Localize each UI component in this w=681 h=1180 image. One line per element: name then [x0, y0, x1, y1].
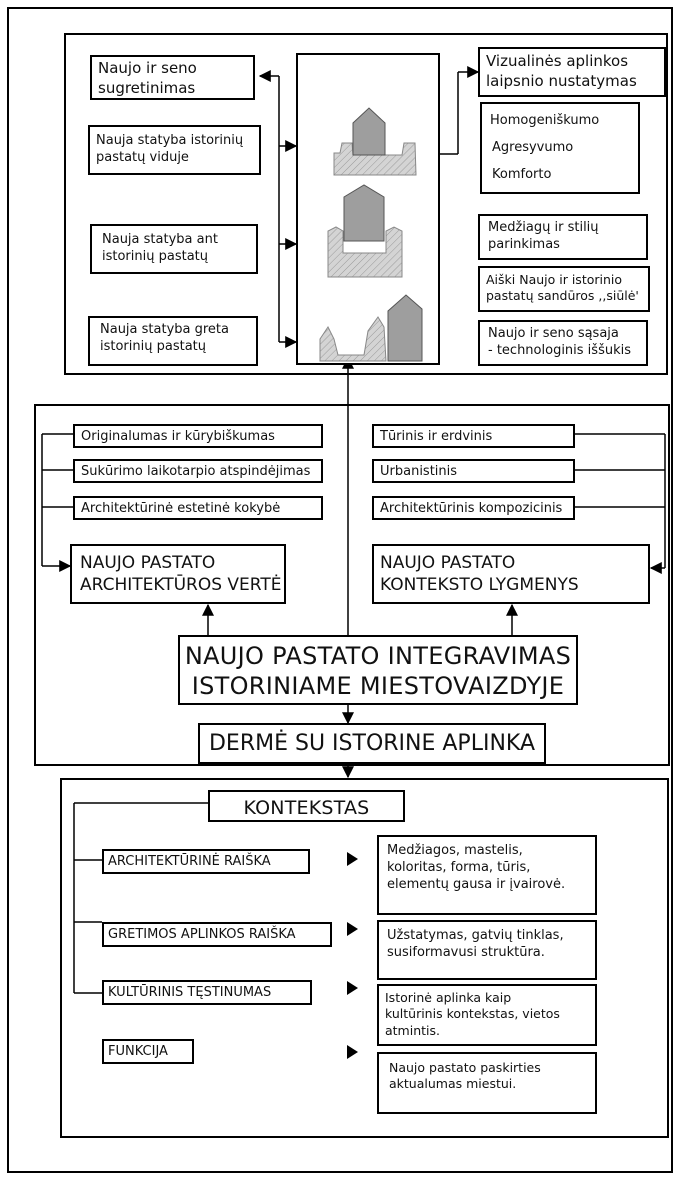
- on-top-historic-box: Nauja statyba ant istorinių pastatų: [90, 224, 258, 274]
- period-reflection-label: Sukūrimo laikotarpio atspindėjimas: [81, 464, 311, 479]
- visual-level-items-box: Homogeniškumo Agresyvumo Komforto: [480, 102, 640, 194]
- on-top-historic-label: Nauja statyba ant istorinių pastatų: [102, 232, 218, 264]
- cultural-continuity-detail-box: Istorinė aplinka kaip kultūrinis konteks…: [377, 984, 597, 1046]
- compositional-box: Architektūrinis kompozicinis: [372, 496, 575, 520]
- illustration-next-to: [319, 294, 423, 362]
- surroundings-detail-box: Užstatymas, gatvių tinklas, susiformavus…: [377, 920, 597, 980]
- integration-title: NAUJO PASTATO INTEGRAVIMAS ISTORINIAME M…: [184, 642, 572, 700]
- materials-label: Medžiagų ir stilių parinkimas: [488, 220, 599, 252]
- aesthetic-quality-box: Architektūrinė estetinė kokybė: [73, 496, 323, 520]
- visual-level-title-box: Vizualinės aplinkos laipsnio nustatymas: [478, 47, 666, 97]
- function-box: FUNKCIJA: [102, 1039, 194, 1064]
- cultural-continuity-detail: Istorinė aplinka kaip kultūrinis konteks…: [385, 990, 560, 1038]
- top-panel-frame: [64, 33, 668, 375]
- illustration-inside: [333, 107, 417, 176]
- arch-expression-label: ARCHITEKTŪRINĖ RAIŠKA: [108, 854, 271, 869]
- surroundings-label: GRETIMOS APLINKOS RAIŠKA: [108, 927, 296, 942]
- function-detail-box: Naujo pastato paskirties aktualumas mies…: [377, 1052, 597, 1114]
- homogeneity-item: Homogeniškumo: [490, 113, 600, 128]
- building-illustrations: [319, 107, 423, 362]
- illustration-on-top: [327, 184, 403, 278]
- originality-label: Originalumas ir kūrybiškumas: [81, 429, 275, 444]
- period-reflection-box: Sukūrimo laikotarpio atspindėjimas: [73, 459, 323, 483]
- seam-box: Aiški Naujo ir istorinio pastatų sandūro…: [478, 266, 650, 312]
- volumetric-box: Tūrinis ir erdvinis: [372, 424, 575, 448]
- comparison-box: Naujo ir seno sugretinimas: [90, 55, 255, 100]
- comfort-item: Komforto: [492, 167, 552, 182]
- arch-expression-box: ARCHITEKTŪRINĖ RAIŠKA: [102, 849, 310, 874]
- inside-historic-box: Nauja statyba istorinių pastatų viduje: [88, 125, 261, 175]
- aesthetic-quality-label: Architektūrinė estetinė kokybė: [81, 501, 281, 516]
- urban-label: Urbanistinis: [380, 464, 458, 479]
- context-header-box: KONTEKSTAS: [208, 790, 405, 822]
- seam-label: Aiški Naujo ir istorinio pastatų sandūro…: [486, 272, 639, 304]
- tech-challenge-label: Naujo ir seno sąsaja - technologinis išš…: [488, 326, 631, 358]
- urban-box: Urbanistinis: [372, 459, 575, 483]
- surroundings-detail: Užstatymas, gatvių tinklas, susiformavus…: [387, 928, 564, 960]
- aggressiveness-item: Agresyvumo: [492, 140, 574, 155]
- inside-historic-label: Nauja statyba istorinių pastatų viduje: [96, 133, 244, 165]
- cultural-continuity-box: KULTŪRINIS TĘSTINUMAS: [102, 980, 312, 1005]
- harmony-title: DERMĖ SU ISTORINE APLINKA: [208, 731, 535, 756]
- arch-expression-detail-box: Medžiagos, mastelis, koloritas, forma, t…: [377, 835, 597, 915]
- arch-expression-detail: Medžiagos, mastelis, koloritas, forma, t…: [387, 843, 566, 892]
- context-levels-box: NAUJO PASTATO KONTEKSTO LYGMENYS: [372, 544, 650, 604]
- outer-frame: [7, 7, 673, 1173]
- materials-box: Medžiagų ir stilių parinkimas: [478, 214, 648, 260]
- harmony-box: DERMĖ SU ISTORINE APLINKA: [198, 723, 546, 764]
- next-to-historic-label: Nauja statyba greta istorinių pastatų: [100, 322, 229, 354]
- tech-challenge-box: Naujo ir seno sąsaja - technologinis išš…: [478, 320, 648, 366]
- bottom-panel-frame: [60, 778, 669, 1138]
- context-levels-title: NAUJO PASTATO KONTEKSTO LYGMENYS: [380, 553, 579, 596]
- function-detail: Naujo pastato paskirties aktualumas mies…: [389, 1060, 541, 1092]
- compositional-label: Architektūrinis kompozicinis: [380, 501, 563, 516]
- next-to-historic-box: Nauja statyba greta istorinių pastatų: [88, 316, 258, 366]
- context-header: KONTEKSTAS: [243, 797, 370, 819]
- architecture-value-title: NAUJO PASTATO ARCHITEKTŪROS VERTĖ: [80, 553, 282, 596]
- building-illustrations-box: [296, 53, 440, 365]
- originality-box: Originalumas ir kūrybiškumas: [73, 424, 323, 448]
- integration-box: NAUJO PASTATO INTEGRAVIMAS ISTORINIAME M…: [178, 635, 578, 705]
- volumetric-label: Tūrinis ir erdvinis: [380, 429, 493, 444]
- comparison-label: Naujo ir seno sugretinimas: [98, 59, 197, 97]
- architecture-value-box: NAUJO PASTATO ARCHITEKTŪROS VERTĖ: [70, 544, 286, 604]
- cultural-continuity-label: KULTŪRINIS TĘSTINUMAS: [108, 985, 272, 1000]
- visual-level-title: Vizualinės aplinkos laipsnio nustatymas: [486, 52, 637, 90]
- middle-panel-frame: [34, 404, 670, 766]
- surroundings-box: GRETIMOS APLINKOS RAIŠKA: [102, 922, 332, 947]
- function-label: FUNKCIJA: [108, 1044, 168, 1059]
